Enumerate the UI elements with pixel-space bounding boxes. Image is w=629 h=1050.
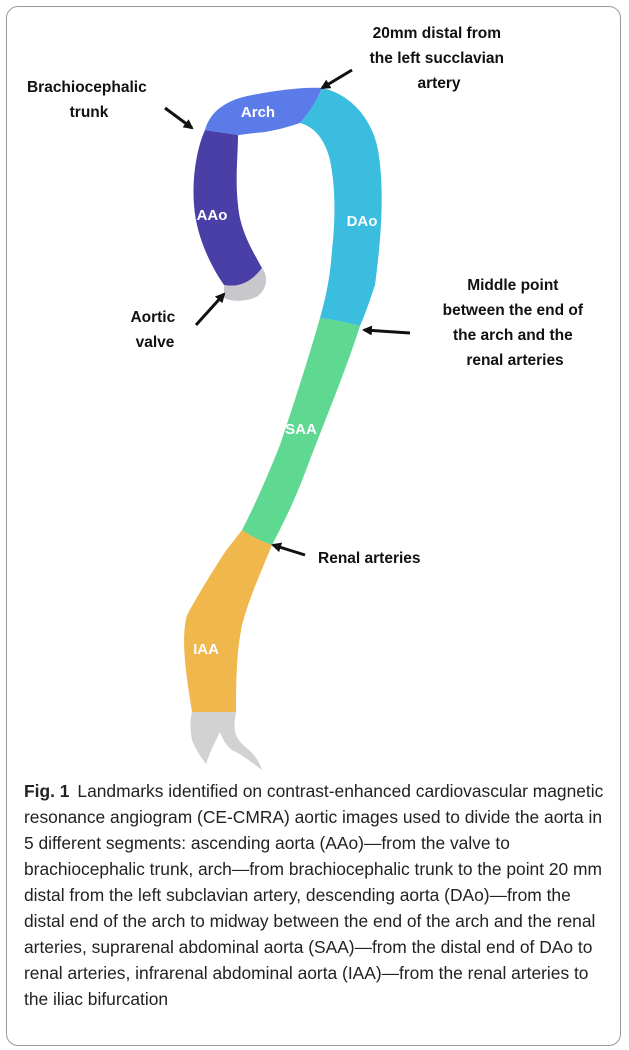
figure-number: Fig. 1 [24, 781, 69, 801]
midpoint-arrow [364, 330, 410, 333]
iaa-segment [184, 530, 272, 712]
caption-text: Landmarks identified on contrast-enhance… [24, 781, 603, 1009]
aorta-diagram: Arch AAo DAo SAA IAA 20mm distal from th… [0, 0, 629, 780]
dao-segment [300, 88, 382, 326]
subclavian-landmark-label: 20mm distal from the left succlavian art… [370, 25, 509, 92]
iaa-label: IAA [193, 641, 219, 658]
arch-label: Arch [241, 104, 275, 121]
brachiocephalic-arrow [165, 108, 192, 128]
renal-landmark-label: Renal arteries [318, 550, 421, 567]
midpoint-landmark-label: Middle point between the end of the arch… [443, 277, 588, 369]
dao-label: DAo [347, 213, 378, 230]
brachiocephalic-landmark-label: Brachiocephalic trunk [27, 79, 151, 121]
aortic-valve-arrow [196, 294, 224, 325]
saa-label: SAA [285, 421, 317, 438]
iliac-bifurcation [191, 712, 263, 770]
subclavian-arrow [322, 70, 352, 88]
aortic-valve-landmark-label: Aortic valve [130, 309, 179, 351]
renal-arrow [273, 545, 305, 555]
aao-label: AAo [197, 207, 228, 224]
